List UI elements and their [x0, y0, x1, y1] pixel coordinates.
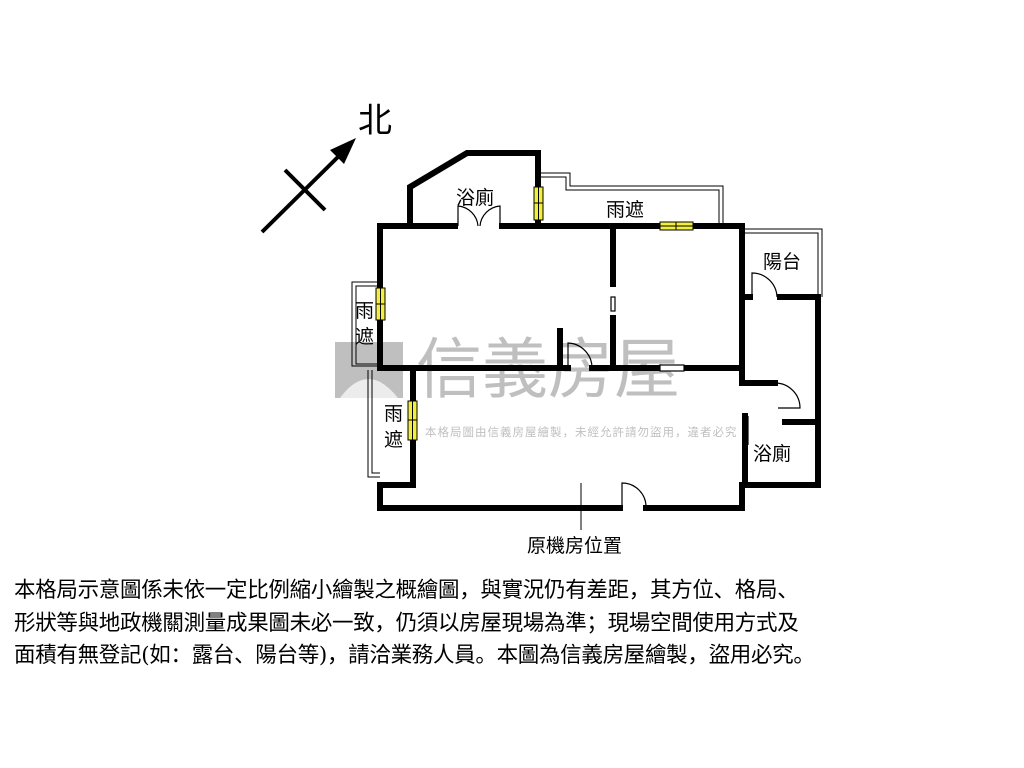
- label-machine-room: 原機房位置: [527, 535, 622, 557]
- disclaimer-line: 形狀等與地政機關測量成果圖未必一致，仍須以房屋現場為準；現場空間使用方式及: [14, 610, 799, 636]
- north-label: 北: [358, 101, 392, 141]
- watermark-notice: 本格局圖由信義房屋繪製，未經允許請勿盜用，違者必究: [425, 425, 738, 439]
- windows: [375, 186, 694, 441]
- vent: [659, 364, 685, 372]
- disclaimer-line: 面積有無登記(如：露台、陽台等)，請洽業務人員。本圖為信義房屋繪製，盜用必究。: [14, 643, 815, 668]
- compass: [260, 138, 356, 234]
- north-arrow-cross: [283, 168, 327, 212]
- label-canopy-top: 雨遮: [606, 199, 644, 221]
- door-bath-top-left: [457, 205, 479, 227]
- label-bath-right: 浴廁: [753, 442, 791, 465]
- north-arrow-head: [330, 138, 356, 164]
- door-entrance: [621, 482, 647, 509]
- canopy-outlines: [351, 172, 823, 478]
- doors: [457, 205, 801, 509]
- disclaimer: 本格局示意圖係未依一定比例縮小繪製之概繪圖，與實況仍有差距，其方位、格局、 形狀…: [14, 575, 1014, 673]
- window-interior: [610, 296, 616, 312]
- label-canopy-left-1: 雨: [355, 300, 374, 322]
- door-balcony: [751, 272, 778, 298]
- disclaimer-line: 本格局示意圖係未依一定比例縮小繪製之概繪圖，與實況仍有差距，其方位、格局、: [14, 578, 799, 603]
- label-balcony: 陽台: [763, 251, 801, 273]
- label-canopy-left-2: 遮: [355, 326, 374, 348]
- door-hall: [774, 382, 801, 409]
- label-canopy-lower-2: 遮: [384, 429, 403, 451]
- door-bath-top-right: [479, 205, 501, 227]
- label-bath-top: 浴廁: [456, 186, 494, 209]
- label-canopy-lower-1: 雨: [384, 403, 403, 425]
- door-room: [567, 342, 593, 369]
